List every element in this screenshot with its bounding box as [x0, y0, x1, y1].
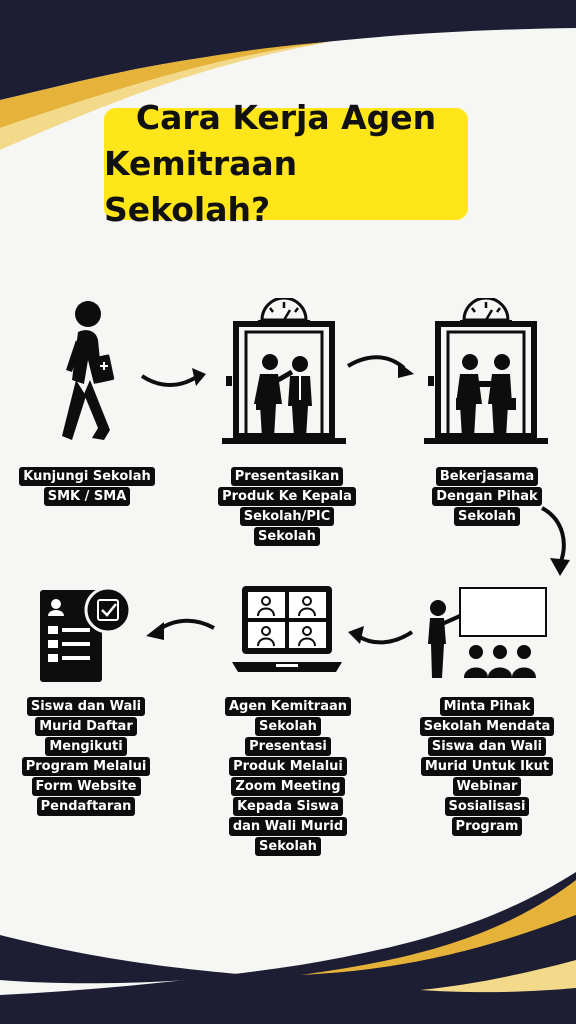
step-6-label: Siswa dan Wali Murid Daftar Mengikuti Pr… [16, 696, 156, 816]
step-4-label: Minta Pihak Sekolah Mendata Siswa dan Wa… [414, 696, 560, 836]
step-5-line: Agen Kemitraan [224, 697, 352, 716]
step-5-line: Sekolah [255, 717, 321, 736]
laptop-video-meeting-icon [232, 586, 342, 672]
step-4-line: Sekolah Mendata [419, 717, 555, 736]
step-5-line: Zoom Meeting [231, 777, 345, 796]
step-1-line: Kunjungi Sekolah [19, 467, 155, 486]
step-2-label: Presentasikan Produk Ke Kepala Sekolah/P… [212, 466, 362, 546]
arrow-down-icon [540, 506, 570, 576]
step-4-line: Minta Pihak [439, 697, 535, 716]
step-1-label: Kunjungi Sekolah SMK / SMA [18, 466, 156, 506]
step-2-line: Sekolah [254, 527, 320, 546]
step-6-line: Pendaftaran [36, 797, 136, 816]
step-3-label: Bekerjasama Dengan Pihak Sekolah [424, 466, 550, 526]
walking-person-icon [62, 301, 115, 440]
arrow-left-icon [348, 626, 414, 645]
step-5-label: Agen Kemitraan Sekolah Presentasi Produk… [218, 696, 358, 856]
step-6-line: Mengikuti [45, 737, 127, 756]
step-3-line: Sekolah [454, 507, 520, 526]
step-4-line: Murid Untuk Ikut [420, 757, 554, 776]
title-line-1: Cara Kerja Agen [135, 98, 437, 137]
elevator-handshake-icon [424, 298, 548, 444]
arrow-right-icon [140, 368, 206, 387]
step-2-line: Sekolah/PIC [239, 507, 335, 526]
title-banner: Cara Kerja Agen Kemitraan Sekolah? [104, 98, 468, 229]
step-1-line: SMK / SMA [43, 487, 131, 506]
arrow-left-icon [146, 618, 215, 640]
step-4-line: Webinar [452, 777, 522, 796]
step-4-line: Siswa dan Wali [427, 737, 547, 756]
arrow-right-icon [346, 355, 414, 378]
step-4-line: Program [451, 817, 523, 836]
step-6-line: Murid Daftar [35, 717, 137, 736]
registration-form-checklist-icon [40, 588, 132, 682]
step-5-line: dan Wali Murid [228, 817, 348, 836]
step-4-line: Sosialisasi [444, 797, 530, 816]
step-5-line: Produk Melalui [229, 757, 347, 776]
step-5-line: Kepada Siswa [233, 797, 343, 816]
step-2-line: Produk Ke Kepala [218, 487, 356, 506]
step-3-line: Dengan Pihak [432, 487, 542, 506]
step-5-line: Sekolah [255, 837, 321, 856]
elevator-presentation-icon [222, 298, 346, 444]
step-5-line: Presentasi [245, 737, 331, 756]
step-6-line: Program Melalui [21, 757, 151, 776]
step-3-line: Bekerjasama [435, 467, 539, 486]
step-6-line: Form Website [31, 777, 141, 796]
title-line-2: Kemitraan Sekolah? [104, 144, 298, 229]
step-6-line: Siswa dan Wali [26, 697, 146, 716]
teacher-board-audience-icon [428, 587, 547, 678]
step-2-line: Presentasikan [230, 467, 344, 486]
